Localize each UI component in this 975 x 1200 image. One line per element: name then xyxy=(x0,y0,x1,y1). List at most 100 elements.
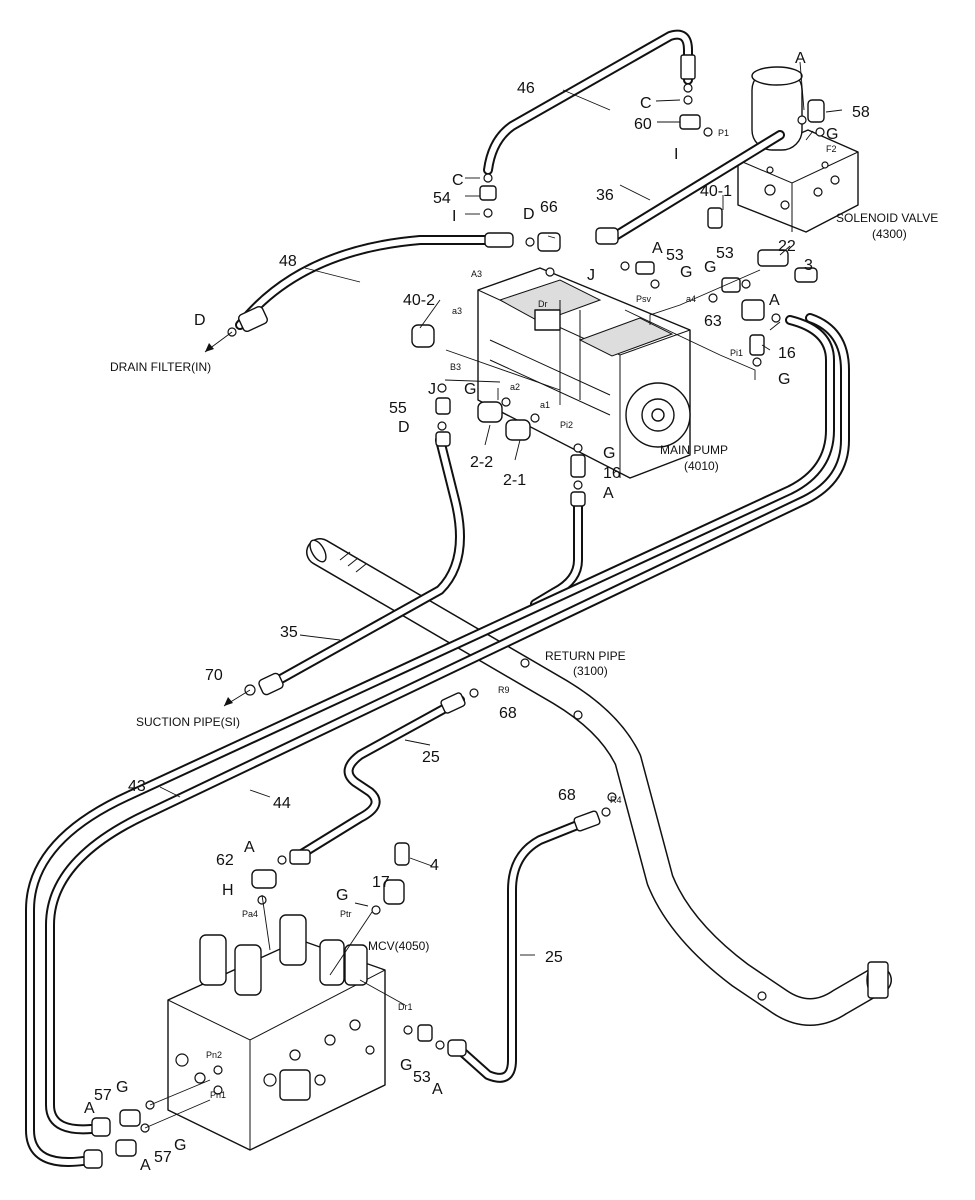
callout-a: A xyxy=(769,292,780,309)
port-pi1: Pi1 xyxy=(730,348,743,358)
callout-54: 54 xyxy=(433,190,451,207)
main-pump-number: (4010) xyxy=(684,459,719,473)
port-a2: a2 xyxy=(510,382,520,392)
callout-d: D xyxy=(523,206,535,223)
callout-48: 48 xyxy=(279,253,297,270)
port-pa4: Pa4 xyxy=(242,909,258,919)
callout-57: 57 xyxy=(154,1149,172,1166)
callout-d: D xyxy=(398,419,410,436)
callout-60: 60 xyxy=(634,116,652,133)
callout-16: 16 xyxy=(603,465,621,482)
callout-g: G xyxy=(704,259,716,276)
captions: SOLENOID VALVE (4300) MAIN PUMP (4010) R… xyxy=(110,211,938,953)
callout-i: I xyxy=(674,146,678,163)
leader-lines xyxy=(144,61,843,1129)
drain-filter-caption: DRAIN FILTER(IN) xyxy=(110,360,211,374)
callout-25: 25 xyxy=(422,749,440,766)
callout-68: 68 xyxy=(558,787,576,804)
callout-44: 44 xyxy=(273,795,291,812)
callout-68: 68 xyxy=(499,705,517,722)
callout-g: G xyxy=(400,1057,412,1074)
callout-40-1: 40-1 xyxy=(700,183,732,200)
callout-40-2: 40-2 xyxy=(403,292,435,309)
callout-53: 53 xyxy=(666,247,684,264)
return-pipe xyxy=(306,538,892,1026)
port-a4: a4 xyxy=(686,294,696,304)
port-a1: a1 xyxy=(540,400,550,410)
callout-53: 53 xyxy=(413,1069,431,1086)
main-pump-caption: MAIN PUMP xyxy=(660,443,728,457)
callout-57: 57 xyxy=(94,1087,112,1104)
solenoid-valve-number: (4300) xyxy=(872,227,907,241)
callout-g: G xyxy=(680,264,692,281)
callout-16: 16 xyxy=(778,345,796,362)
callout-a: A xyxy=(140,1157,151,1174)
part-callouts: 46 A 58 C 60 G I C 54 I D 66 36 40-1 A 5… xyxy=(84,50,870,1174)
port-b3: B3 xyxy=(450,362,461,372)
callout-a: A xyxy=(244,839,255,856)
direction-arrows xyxy=(204,331,251,707)
callout-g: G xyxy=(826,126,838,143)
port-f2: F2 xyxy=(826,144,837,154)
port-pn1: Pn1 xyxy=(210,1090,226,1100)
port-ptr: Ptr xyxy=(340,909,352,919)
callout-2-2: 2-2 xyxy=(470,454,493,471)
callout-70: 70 xyxy=(205,667,223,684)
callout-22: 22 xyxy=(778,238,796,255)
callout-2-1: 2-1 xyxy=(503,472,526,489)
port-r9: R9 xyxy=(498,685,510,695)
callout-c: C xyxy=(640,95,652,112)
callout-a: A xyxy=(432,1081,443,1098)
callout-a: A xyxy=(603,485,614,502)
callout-63: 63 xyxy=(704,313,722,330)
callout-55: 55 xyxy=(389,400,407,417)
port-labels: P1 F2 A3 Dr Psv a4 a3 Pi1 B3 a2 a1 Pi2 R… xyxy=(206,128,837,1100)
solenoid-valve-caption: SOLENOID VALVE xyxy=(836,211,938,225)
port-pn2: Pn2 xyxy=(206,1050,222,1060)
callout-g: G xyxy=(603,445,615,462)
callout-g: G xyxy=(336,887,348,904)
callout-g: G xyxy=(116,1079,128,1096)
callout-a: A xyxy=(652,240,663,257)
callout-g: G xyxy=(464,381,476,398)
callout-4: 4 xyxy=(430,857,439,874)
callout-46: 46 xyxy=(517,80,535,97)
port-psv: Psv xyxy=(636,294,652,304)
callout-i: I xyxy=(452,208,456,225)
callout-h: H xyxy=(222,882,234,899)
callout-53: 53 xyxy=(716,245,734,262)
return-pipe-caption: RETURN PIPE xyxy=(545,649,626,663)
drain-arrow-icon xyxy=(205,343,214,352)
suction-arrow-icon xyxy=(224,697,233,706)
port-r4: R4 xyxy=(610,795,622,805)
main-pump xyxy=(477,267,691,479)
solenoid-valve xyxy=(737,66,859,233)
callout-a: A xyxy=(84,1100,95,1117)
callout-3: 3 xyxy=(804,257,813,274)
callout-g: G xyxy=(174,1137,186,1154)
callout-g: G xyxy=(778,371,790,388)
suction-pipe-caption: SUCTION PIPE(SI) xyxy=(136,715,240,729)
callout-35: 35 xyxy=(280,624,298,641)
return-pipe-number: (3100) xyxy=(573,664,608,678)
callout-62: 62 xyxy=(216,852,234,869)
port-pi2: Pi2 xyxy=(560,420,573,430)
mcv xyxy=(167,914,386,1151)
mcv-caption: MCV(4050) xyxy=(368,939,429,953)
callout-36: 36 xyxy=(596,187,614,204)
hoses xyxy=(25,29,850,1167)
callout-58: 58 xyxy=(852,104,870,121)
port-dr: Dr xyxy=(538,299,548,309)
port-a3-lower: a3 xyxy=(452,306,462,316)
port-p1: P1 xyxy=(718,128,729,138)
callout-43: 43 xyxy=(128,778,146,795)
callout-c: C xyxy=(452,172,464,189)
fittings xyxy=(83,54,825,1169)
port-a3: A3 xyxy=(471,269,482,279)
callout-j: J xyxy=(428,381,436,398)
callout-j: J xyxy=(587,267,595,284)
callout-25: 25 xyxy=(545,949,563,966)
callout-a: A xyxy=(795,50,806,67)
